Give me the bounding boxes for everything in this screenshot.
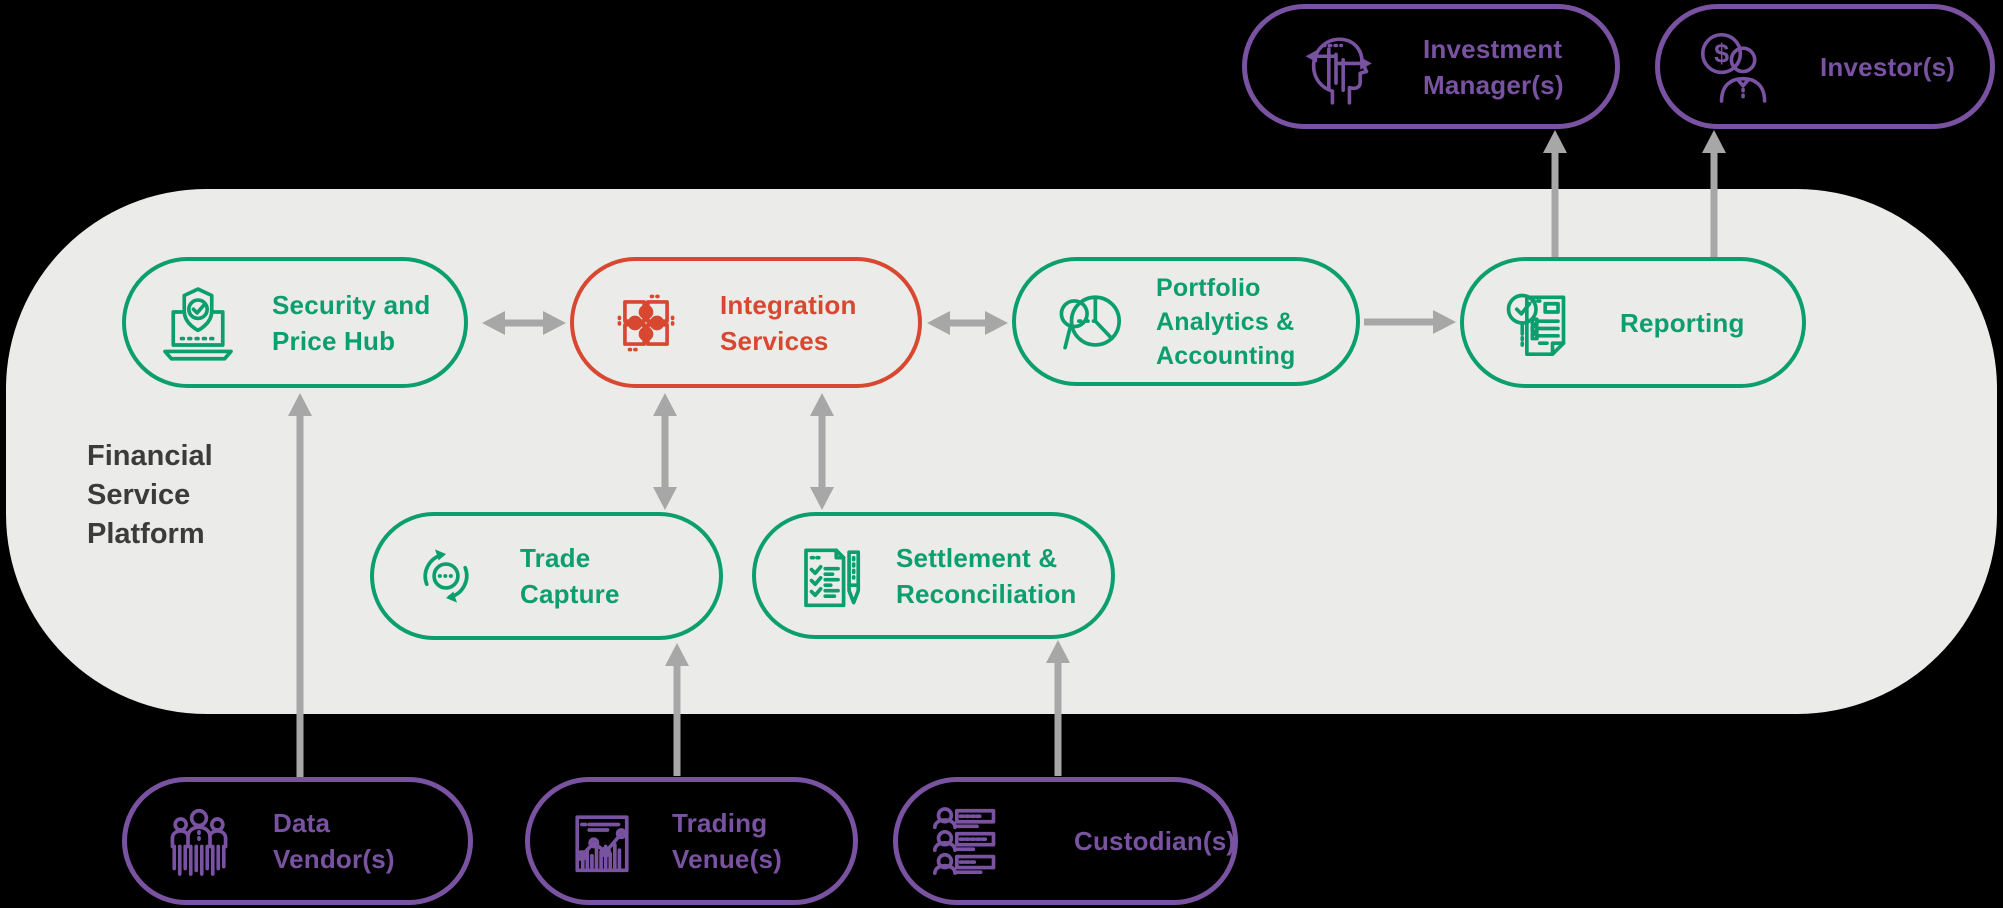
- puzzle-pieces-icon: [617, 294, 675, 351]
- magnifier-pie-chart-icon: [1059, 294, 1121, 349]
- people-group-icon: [170, 808, 228, 876]
- arrow-security-integration: [482, 311, 566, 335]
- arrow-reporting-investment-managers: [1543, 130, 1567, 257]
- node-label: Trade Capture: [520, 543, 620, 609]
- node-trade-capture: Trade Capture: [370, 512, 723, 640]
- platform-title-line: Financial: [87, 440, 213, 472]
- node-investors: $ Investor(s): [1655, 4, 1995, 129]
- arrow-integration-settlement: [810, 393, 834, 510]
- node-custodians: Custodian(s): [893, 777, 1238, 905]
- svg-text:$: $: [1714, 38, 1729, 68]
- node-label: Security and Price Hub: [272, 289, 431, 356]
- head-arrows-icon: [1305, 36, 1372, 105]
- laptop-shield-check-icon: [163, 286, 233, 361]
- node-reporting: Reporting: [1460, 257, 1806, 388]
- node-label: Investment Manager(s): [1423, 33, 1564, 100]
- node-label: Portfolio Analytics & Accounting: [1156, 273, 1296, 370]
- arrow-integration-trade-capture: [653, 393, 677, 510]
- arrow-trading-venues-trade-capture: [665, 643, 689, 776]
- arrow-custodians-settlement: [1046, 640, 1070, 776]
- node-settlement-reconciliation: Settlement & Reconciliation: [752, 512, 1115, 639]
- contact-list-icon: [933, 807, 996, 875]
- arrow-integration-portfolio: [927, 311, 1008, 335]
- node-label: Trading Venue(s): [672, 808, 782, 874]
- arrow-portfolio-reporting: [1364, 310, 1456, 334]
- node-data-vendors: Data Vendor(s): [122, 777, 473, 905]
- cycle-arrows-icon: [423, 549, 469, 603]
- platform-title-line: Service: [87, 479, 191, 511]
- person-dollar-icon: $: [1700, 32, 1767, 103]
- node-integration-services: Integration Services: [570, 257, 922, 388]
- stock-chart-icon: [575, 815, 629, 873]
- platform-title: Financial Service Platform: [87, 437, 213, 554]
- platform-title-line: Platform: [87, 518, 205, 550]
- arrow-reporting-investors: [1702, 130, 1726, 257]
- node-label: Investor(s): [1820, 51, 1956, 82]
- node-label: Custodian(s): [1074, 826, 1236, 856]
- checklist-pen-icon: [804, 548, 861, 607]
- node-label: Data Vendor(s): [273, 808, 395, 874]
- node-label: Reporting: [1620, 307, 1745, 338]
- document-check-magnifier-icon: [1506, 293, 1566, 356]
- node-label: Integration Services: [720, 289, 857, 356]
- node-portfolio-analytics-accounting: Portfolio Analytics & Accounting: [1012, 257, 1360, 386]
- financial-service-platform-container: [6, 189, 1997, 714]
- node-trading-venues: Trading Venue(s): [525, 777, 858, 905]
- node-security-price-hub: Security and Price Hub: [122, 257, 468, 388]
- node-label: Settlement & Reconciliation: [896, 542, 1077, 609]
- arrow-data-vendors-security-hub: [288, 393, 312, 777]
- node-investment-managers: Investment Manager(s): [1242, 4, 1620, 129]
